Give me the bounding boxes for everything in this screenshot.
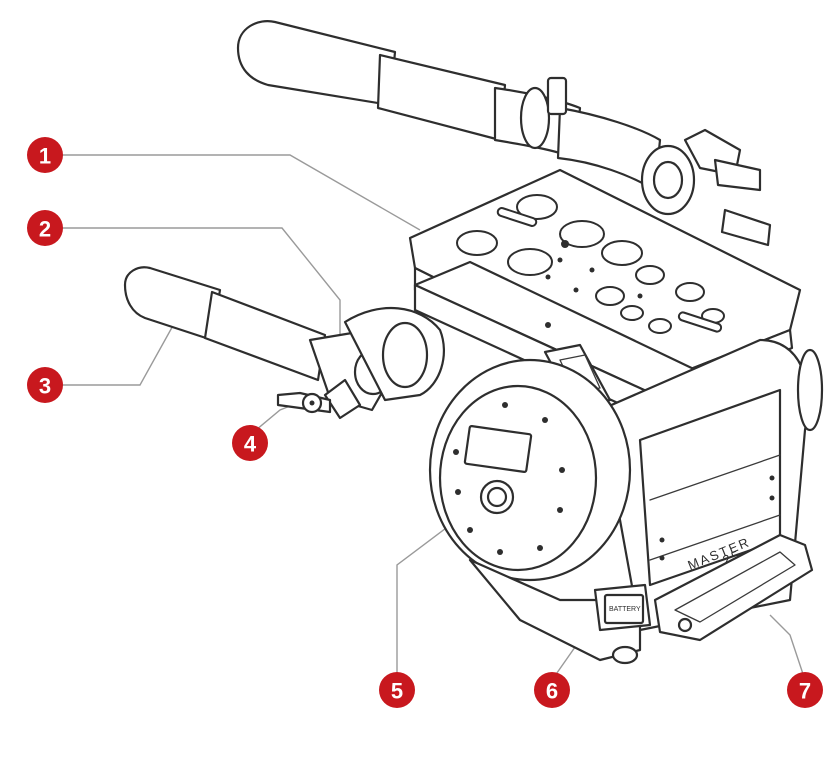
callout-label-2: 2 xyxy=(39,217,51,242)
leader-line-3 xyxy=(62,321,176,386)
callout-label-3: 3 xyxy=(39,374,51,399)
callout-label-5: 5 xyxy=(391,679,403,704)
leader-line-2 xyxy=(62,227,341,335)
tilt-drum xyxy=(428,358,632,582)
leader-line-1 xyxy=(62,154,421,231)
callout-badges: 1 2 3 4 5 6 7 xyxy=(27,137,823,708)
leader-line-7 xyxy=(769,614,806,681)
fluid-head-illustration: MASTER 25 BATTERY xyxy=(123,20,824,665)
callout-label-4: 4 xyxy=(244,432,257,457)
battery-label: BATTERY xyxy=(609,606,641,613)
left-pan-bar xyxy=(123,266,445,420)
callout-badge-1: 1 xyxy=(27,137,63,173)
callout-badge-5: 5 xyxy=(379,672,415,708)
adjustment-knob xyxy=(276,391,332,414)
base-assembly: BATTERY xyxy=(468,533,814,665)
callout-badge-6: 6 xyxy=(534,672,570,708)
callout-label-6: 6 xyxy=(546,679,558,704)
callout-label-1: 1 xyxy=(39,144,51,169)
callout-badge-7: 7 xyxy=(787,672,823,708)
callout-badge-2: 2 xyxy=(27,210,63,246)
callout-badge-3: 3 xyxy=(27,367,63,403)
callout-label-7: 7 xyxy=(799,679,811,704)
right-pan-bar xyxy=(236,20,772,247)
callout-badge-4: 4 xyxy=(232,425,268,461)
